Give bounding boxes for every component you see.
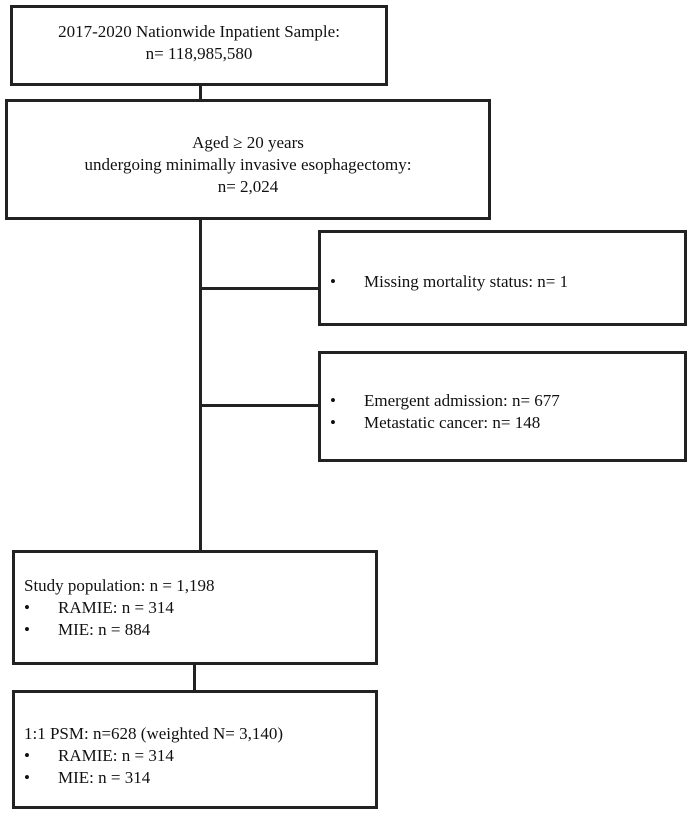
connector-branch-2	[199, 404, 320, 407]
connector-main-vertical	[199, 218, 202, 552]
nis-box: 2017-2020 Nationwide Inpatient Sample: n…	[10, 5, 388, 86]
exclusion-2-item: Metastatic cancer: n= 148	[330, 412, 684, 434]
aged-line-3: n= 2,024	[217, 177, 279, 196]
exclusion-2-text-2: Metastatic cancer: n= 148	[364, 413, 541, 432]
exclusion-box-2: Emergent admission: n= 677 Metastatic ca…	[318, 351, 687, 462]
bullet-icon	[24, 745, 58, 767]
bullet-icon	[24, 767, 58, 789]
study-item: RAMIE: n = 314	[24, 597, 375, 619]
psm-box: 1:1 PSM: n=628 (weighted N= 3,140) RAMIE…	[12, 690, 378, 809]
psm-title: 1:1 PSM: n=628 (weighted N= 3,140)	[24, 724, 284, 743]
psm-item-ramie: RAMIE: n = 314	[58, 746, 174, 765]
bullet-icon	[330, 271, 364, 293]
exclusion-1-item: Missing mortality status: n= 1	[330, 271, 684, 293]
aged-box: Aged ≥ 20 years undergoing minimally inv…	[5, 99, 491, 220]
study-item-ramie: RAMIE: n = 314	[58, 598, 174, 617]
psm-item: RAMIE: n = 314	[24, 745, 375, 767]
study-population-title: Study population: n = 1,198	[24, 576, 215, 595]
nis-line-1: 2017-2020 Nationwide Inpatient Sample:	[58, 22, 340, 41]
exclusion-2-item: Emergent admission: n= 677	[330, 390, 684, 412]
bullet-icon	[24, 597, 58, 619]
nis-line-2: n= 118,985,580	[145, 44, 253, 63]
bullet-icon	[330, 412, 364, 434]
connector-bottom	[193, 663, 196, 692]
psm-item: MIE: n = 314	[24, 767, 375, 789]
aged-line-2: undergoing minimally invasive esophagect…	[84, 155, 412, 174]
study-population-box: Study population: n = 1,198 RAMIE: n = 3…	[12, 550, 378, 665]
exclusion-1-text: Missing mortality status: n= 1	[364, 272, 569, 291]
bullet-icon	[330, 390, 364, 412]
aged-line-1: Aged ≥ 20 years	[192, 133, 304, 152]
bullet-icon	[24, 619, 58, 641]
study-item: MIE: n = 884	[24, 619, 375, 641]
exclusion-2-text-1: Emergent admission: n= 677	[364, 391, 560, 410]
psm-item-mie: MIE: n = 314	[58, 768, 151, 787]
connector-top	[199, 84, 202, 101]
exclusion-box-1: Missing mortality status: n= 1	[318, 230, 687, 326]
study-item-mie: MIE: n = 884	[58, 620, 151, 639]
connector-branch-1	[199, 287, 320, 290]
